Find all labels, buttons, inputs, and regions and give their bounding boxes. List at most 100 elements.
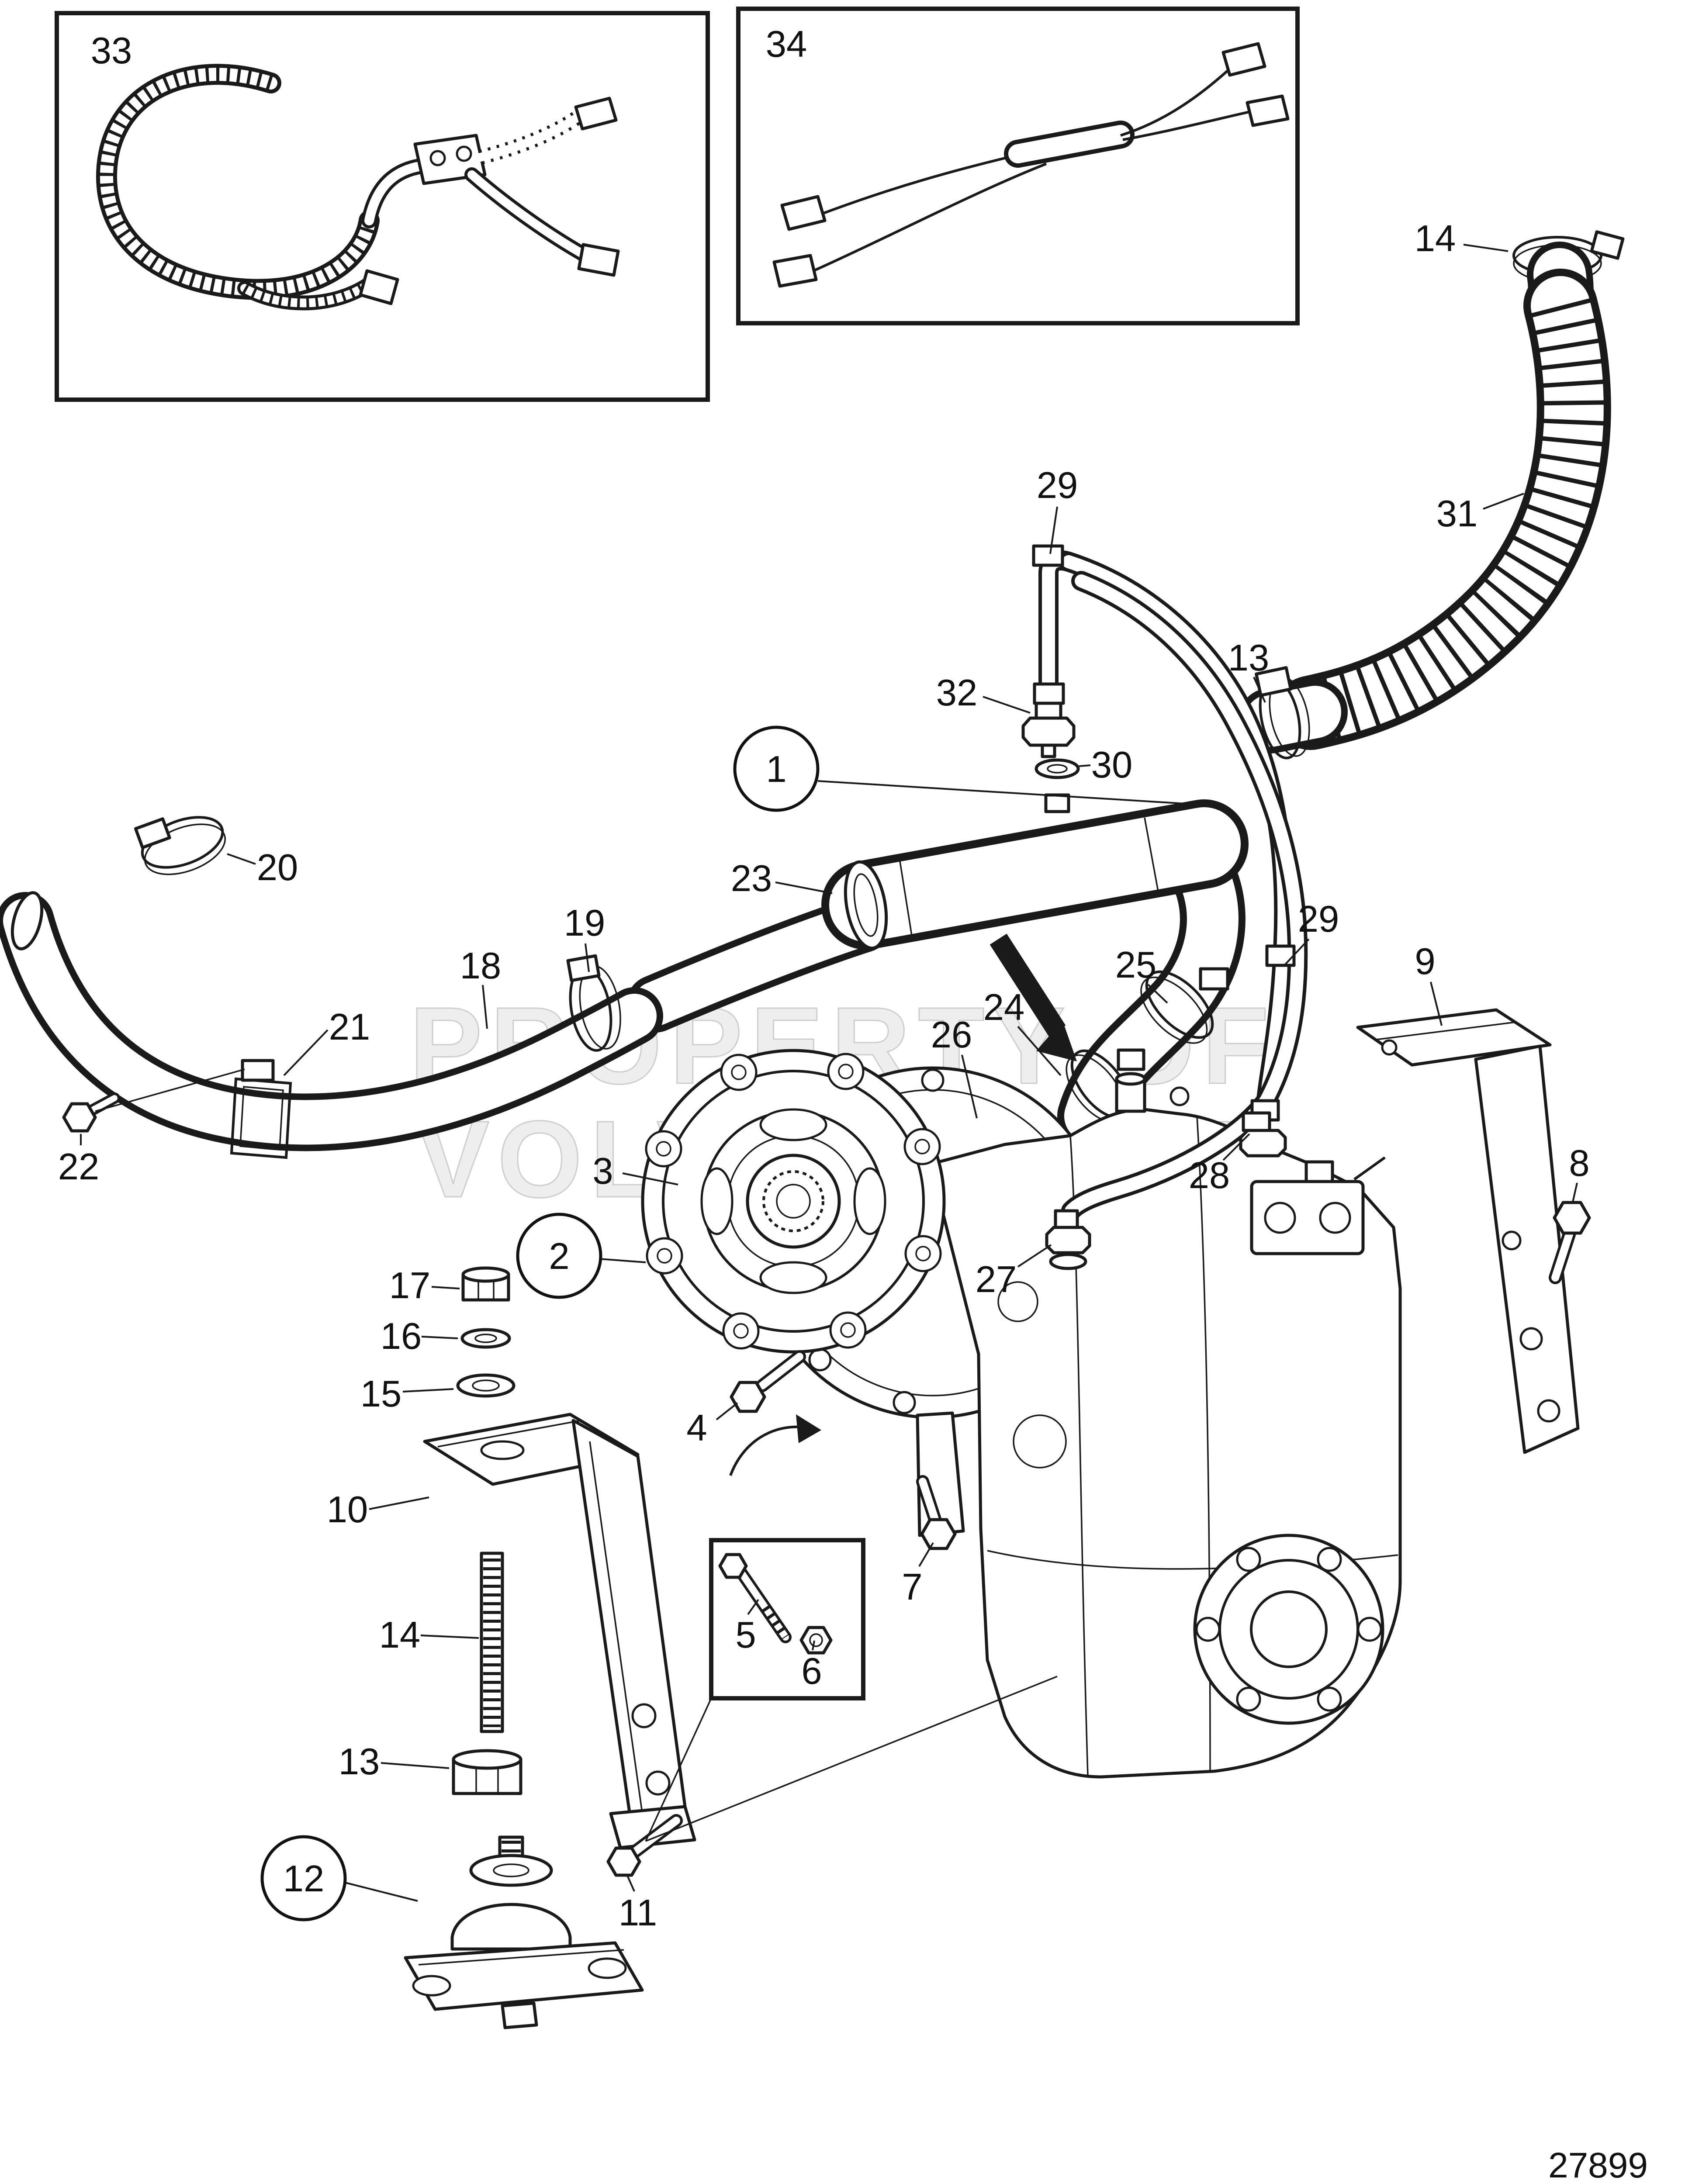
bolt-5: [718, 1553, 792, 1643]
bolt-4: [730, 1350, 806, 1413]
damper-hub: [746, 1154, 841, 1249]
pipe-union-nut-32: [1033, 682, 1065, 705]
callout-6: 6: [801, 1651, 822, 1692]
callout-29-top: 29: [1037, 465, 1078, 506]
leader-13-hose: [1253, 677, 1266, 703]
washer-16: [460, 1328, 511, 1349]
leader-14-hose-top: [1463, 244, 1509, 252]
hose-clamp-13-right: [1255, 666, 1310, 760]
nut-13: [452, 1749, 522, 1795]
bracket-9-group: [1356, 1008, 1591, 1454]
callout-14-hose-top: 14: [1415, 218, 1456, 259]
callout-14-stud: 14: [379, 1614, 421, 1656]
breather: [1169, 1086, 1190, 1106]
callout-circle-2: [516, 1213, 602, 1299]
hose-clamp-19: [566, 954, 621, 1052]
callout-11: 11: [619, 1892, 657, 1934]
side-boss: [1013, 1414, 1067, 1469]
callout-28: 28: [1189, 1155, 1230, 1196]
output-flange: [1193, 1534, 1384, 1725]
leader-13-nut: [381, 1762, 450, 1769]
construction-line-22-21: [95, 1068, 245, 1112]
bracket-10: [423, 1413, 696, 1849]
callout-12: 12: [283, 1858, 325, 1900]
leader-18: [482, 985, 488, 1029]
leader-12: [345, 1882, 418, 1902]
hose-clamp-20: [134, 816, 226, 875]
leader-24: [1017, 1026, 1062, 1076]
leader-5: [747, 1599, 759, 1615]
harness-connector-a: [574, 97, 618, 131]
direction-arrow-black: [990, 933, 1077, 1061]
callout-1: 1: [766, 749, 786, 790]
oil-filler: [1115, 1072, 1146, 1113]
leader-23: [775, 881, 833, 894]
leader-29-top: [1049, 506, 1058, 554]
hardware-box-5-6: [645, 1414, 865, 1842]
control-valve-block: [1250, 1156, 1386, 1255]
callout-circle-12: [260, 1835, 347, 1921]
callout-2: 2: [549, 1236, 569, 1277]
leader-21: [283, 1029, 329, 1076]
cable-connector-4: [1246, 94, 1290, 127]
bolt-7: [916, 1475, 957, 1550]
cable-34: [772, 42, 1290, 288]
leader-6: [812, 1640, 815, 1651]
callout-inset-34: 34: [766, 24, 807, 65]
harness-connector-b: [577, 243, 620, 277]
callout-27: 27: [976, 1259, 1017, 1300]
hose-18-group: [0, 816, 663, 1159]
leader-27: [1017, 1244, 1052, 1268]
callout-5: 5: [735, 1614, 756, 1656]
hose-31-group: [1238, 230, 1625, 760]
callout-19: 19: [564, 902, 605, 944]
construction-line-box: [645, 1698, 712, 1842]
left-mount-group: [404, 1266, 1058, 2029]
leader-30: [1079, 764, 1091, 767]
callout-23: 23: [731, 858, 772, 899]
callout-17: 17: [389, 1265, 431, 1306]
cable-connector-1: [780, 195, 827, 231]
inset-box-33: [55, 11, 710, 402]
wiring-harness-33: [96, 64, 620, 311]
fitting-28: [1239, 1111, 1287, 1158]
callout-15: 15: [360, 1373, 402, 1415]
drawing-number: 27899: [1548, 2146, 1648, 2184]
hardware-box-frame: [709, 1538, 865, 1700]
cable-connector-3: [1221, 42, 1266, 77]
damper-plate-3: [641, 1049, 946, 1354]
callout-31: 31: [1436, 493, 1478, 535]
callout-18: 18: [460, 945, 502, 987]
callout-22: 22: [58, 1146, 100, 1188]
leader-25: [1147, 984, 1168, 1004]
exchanger-end-cap: [844, 860, 888, 950]
leader-8: [1572, 1182, 1578, 1203]
inset-33-frame: [55, 11, 710, 402]
leader-14-stud: [420, 1635, 479, 1639]
hose-bracket-21: [230, 1059, 292, 1159]
leader-28: [1222, 1133, 1250, 1161]
callout-8: 8: [1569, 1143, 1589, 1184]
callout-32: 32: [936, 672, 978, 714]
callout-13-hose: 13: [1228, 637, 1270, 679]
clamp-24-screw: [1117, 1048, 1145, 1071]
leader-29-right: [1283, 938, 1310, 967]
washer-15: [456, 1373, 516, 1398]
bolt-8: [1549, 1201, 1591, 1284]
leader-15: [402, 1388, 454, 1393]
callout-7: 7: [902, 1566, 922, 1608]
harness-connector-c: [359, 269, 399, 305]
leader-32: [983, 696, 1031, 714]
construction-line-11: [645, 1676, 1058, 1842]
inset-box-34: [736, 7, 1300, 325]
callout-circle-1: [733, 726, 820, 812]
washer-30: [1035, 758, 1080, 779]
heat-exchanger-23-group: [626, 793, 1249, 1152]
callout-24: 24: [983, 987, 1025, 1028]
damper-spline: [762, 1170, 824, 1232]
hose-18-end-cap: [10, 891, 44, 950]
callout-13-nut: 13: [339, 1741, 380, 1783]
callout-4: 4: [686, 1407, 707, 1449]
